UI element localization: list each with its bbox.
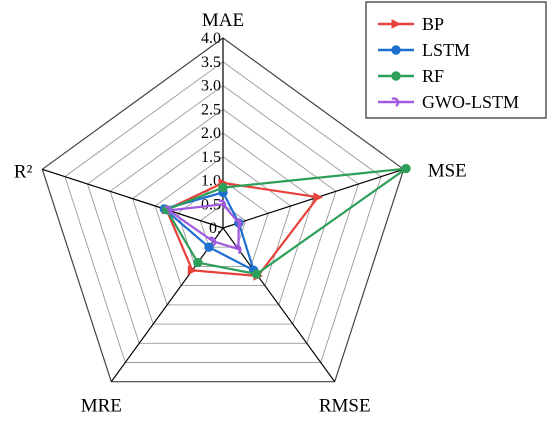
data-point xyxy=(218,199,227,210)
grid-ring xyxy=(154,156,292,287)
legend-label: BP xyxy=(422,14,444,34)
grid-ring xyxy=(132,132,314,306)
tick-label: 4.0 xyxy=(201,30,221,47)
data-point xyxy=(164,205,172,216)
data-point xyxy=(204,242,214,252)
legend-item-lstm: LSTM xyxy=(378,40,470,60)
axis-spoke xyxy=(110,227,224,383)
data-point xyxy=(391,45,401,55)
axis-spoke xyxy=(222,168,404,229)
legend-label: RF xyxy=(422,66,444,86)
tick-label: 2.5 xyxy=(201,101,221,118)
axis-label: MRE xyxy=(81,396,122,417)
data-point xyxy=(391,71,401,81)
tick-label: 3.0 xyxy=(201,78,221,95)
legend-item-gwo-lstm: GWO-LSTM xyxy=(378,92,519,112)
data-point xyxy=(313,192,324,203)
tick-label: 1.5 xyxy=(201,149,221,166)
tick-label: 0. xyxy=(209,220,221,237)
data-point xyxy=(187,265,198,276)
series-gwo-lstm xyxy=(164,199,242,255)
legend-item-rf: RF xyxy=(378,66,444,86)
axis-spoke xyxy=(42,168,224,229)
radar-spokes xyxy=(42,38,404,383)
data-point xyxy=(391,19,402,29)
tick-label: 2.0 xyxy=(201,125,221,142)
tick-label: 3.5 xyxy=(201,54,221,71)
legend-item-bp: BP xyxy=(378,14,444,34)
axis-label: RMSE xyxy=(319,396,371,417)
axis-label: MSE xyxy=(428,160,467,181)
grid-ring xyxy=(41,37,405,383)
data-point xyxy=(233,244,242,255)
grid-ring xyxy=(86,84,360,344)
data-point xyxy=(218,182,228,193)
radar-axis-labels: MAE MSE RMSE MRE R² xyxy=(14,10,467,417)
data-point xyxy=(401,163,411,174)
data-point xyxy=(193,257,203,268)
axis-label: MAE xyxy=(202,10,244,31)
data-point xyxy=(391,97,400,108)
axis-label: R² xyxy=(14,161,33,182)
series-rf xyxy=(161,163,411,279)
legend-label: LSTM xyxy=(422,40,470,60)
legend-label: GWO-LSTM xyxy=(422,92,519,112)
grid-ring xyxy=(64,61,382,363)
tick-label: 1.0 xyxy=(201,173,221,190)
legend: BP LSTM RF GWO-LSTM xyxy=(365,1,547,119)
radar-series xyxy=(159,163,411,281)
data-point xyxy=(208,236,217,247)
radar-tick-labels: 0.0.51.01.52.02.53.03.54.0 xyxy=(201,30,221,237)
axis-spoke xyxy=(222,227,336,383)
data-point xyxy=(251,269,262,279)
data-point xyxy=(234,218,242,228)
grid-ring xyxy=(199,203,247,248)
series-line xyxy=(164,167,411,276)
